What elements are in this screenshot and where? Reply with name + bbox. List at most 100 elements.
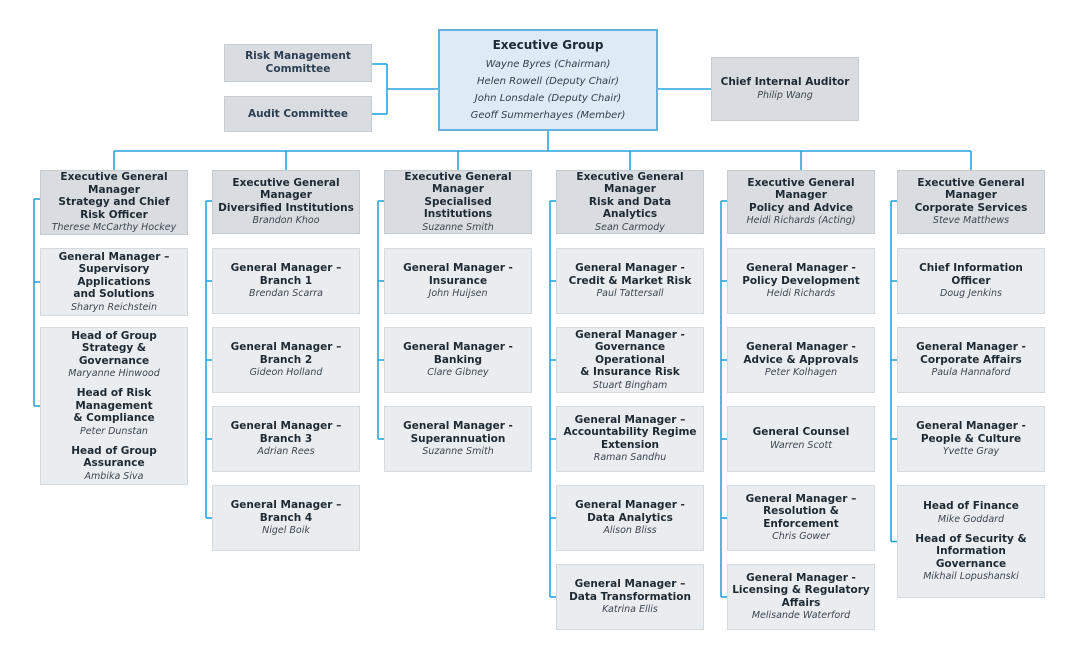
column-5-role-box: General Manager – Resolution & Enforceme… bbox=[727, 485, 875, 551]
head-name: Therese McCarthy Hockey bbox=[51, 222, 177, 233]
executive-group-box: Executive Group Wayne Byres (Chairman) H… bbox=[438, 29, 658, 131]
role-name: Ambika Siva bbox=[84, 470, 144, 482]
role-title: General Manager - Credit & Market Risk bbox=[568, 262, 692, 287]
committee-title: Risk Management Committee bbox=[245, 50, 351, 75]
role-title: General Manager – Branch 1 bbox=[230, 262, 342, 287]
executive-member: John Lonsdale (Deputy Chair) bbox=[474, 92, 622, 104]
column-5-role-box: General Manager - Licensing & Regulatory… bbox=[727, 564, 875, 630]
role-title: Head of Group Assurance bbox=[71, 444, 157, 470]
head-title: Executive General Manager Corporate Serv… bbox=[914, 176, 1028, 214]
executive-member: Helen Rowell (Deputy Chair) bbox=[477, 75, 619, 87]
role-title: General Manager - Policy Development bbox=[742, 262, 860, 287]
column-4-role-box: General Manager – Accountability Regime … bbox=[556, 406, 704, 472]
role-name: Paula Hannaford bbox=[931, 367, 1011, 378]
role-name: Doug Jenkins bbox=[940, 288, 1002, 299]
role-title: Head of Risk Management & Compliance bbox=[73, 387, 155, 424]
role-entry: General Manager - Licensing & Regulatory… bbox=[732, 572, 870, 623]
role-entry: General Manager – Supervisory Applicatio… bbox=[45, 251, 183, 314]
column-2-head-box: Executive General Manager Diversified In… bbox=[212, 170, 360, 234]
role-title: General Manager - Banking bbox=[403, 341, 513, 366]
role-entry: General Manager – Resolution & Enforceme… bbox=[732, 493, 870, 544]
role-entry: Head of Security & Information Governanc… bbox=[902, 533, 1040, 584]
role-title: General Manager - Corporate Affairs bbox=[916, 341, 1026, 366]
role-name: Chris Gower bbox=[772, 531, 830, 543]
role-name: Peter Kolhagen bbox=[764, 367, 838, 378]
role-name: John Huijsen bbox=[428, 288, 488, 299]
role-name: Mike Goddard bbox=[937, 513, 1005, 525]
head-name: Sean Carmody bbox=[595, 221, 665, 233]
role-name: Raman Sandhu bbox=[593, 452, 667, 464]
column-1-head-box: Executive General Manager Strategy and C… bbox=[40, 170, 188, 235]
column-4-head-box: Executive General Manager Risk and Data … bbox=[556, 170, 704, 234]
role-name: Stuart Bingham bbox=[592, 379, 668, 391]
role-title: General Manager - Insurance bbox=[403, 262, 513, 287]
column-1-role-box: General Manager – Supervisory Applicatio… bbox=[40, 248, 188, 316]
committee-title: Audit Committee bbox=[247, 107, 349, 120]
role-title: General Manager - Governance Operational… bbox=[575, 328, 685, 379]
role-title: General Manager - People & Culture bbox=[916, 420, 1026, 445]
role-title: General Manager - Advice & Approvals bbox=[743, 341, 859, 366]
role-name: Warren Scott bbox=[770, 439, 832, 451]
role-title: General Counsel bbox=[752, 426, 850, 439]
role-title: General Manager - Data Analytics bbox=[575, 499, 685, 524]
head-name: Brandon Khoo bbox=[252, 215, 320, 227]
head-name: Heidi Richards (Acting) bbox=[746, 215, 856, 227]
chief-internal-auditor-box: Chief Internal Auditor Philip Wang bbox=[711, 57, 859, 121]
role-name: Paul Tattersall bbox=[596, 288, 664, 299]
column-4-role-box: General Manager - Governance Operational… bbox=[556, 327, 704, 393]
column-3-head-box: Executive General Manager Specialised In… bbox=[384, 170, 532, 234]
role-name: Alison Bliss bbox=[603, 525, 657, 536]
role-title: General Manager - Licensing & Regulatory… bbox=[732, 571, 870, 609]
role-name: Mikhail Lopushanski bbox=[923, 571, 1019, 582]
role-title: Head of Security & Information Governanc… bbox=[915, 532, 1027, 570]
role-name: Nigel Boik bbox=[262, 525, 310, 536]
role-title: General Manager - Superannuation bbox=[403, 420, 513, 445]
role-name: Gideon Holland bbox=[249, 367, 323, 378]
role-name: Katrina Ellis bbox=[602, 604, 658, 615]
role-title: General Manager – Data Transformation bbox=[569, 578, 691, 603]
role-name: Adrian Rees bbox=[257, 446, 315, 457]
role-title: General Manager – Branch 3 bbox=[230, 420, 342, 445]
role-name: Melisande Waterford bbox=[751, 610, 851, 622]
head-name: Suzanne Smith bbox=[422, 221, 494, 233]
head-name: Steve Matthews bbox=[932, 215, 1010, 227]
role-title: General Manager – Branch 2 bbox=[230, 341, 342, 366]
executive-member: Geoff Summerhayes (Member) bbox=[470, 109, 626, 121]
role-name: Suzanne Smith bbox=[422, 446, 494, 457]
role-title: Chief Information Officer bbox=[919, 262, 1023, 287]
head-title: Executive General Manager Strategy and C… bbox=[58, 171, 170, 221]
head-title: Executive General Manager Risk and Data … bbox=[576, 170, 684, 221]
head-title: Executive General Manager Specialised In… bbox=[404, 170, 512, 221]
role-name: Clare Gibney bbox=[427, 367, 489, 378]
auditor-title: Chief Internal Auditor bbox=[720, 76, 850, 89]
role-title: Head of Finance bbox=[923, 500, 1019, 512]
role-name: Yvette Gray bbox=[942, 446, 1000, 457]
role-name: Brendan Scarra bbox=[249, 288, 323, 299]
